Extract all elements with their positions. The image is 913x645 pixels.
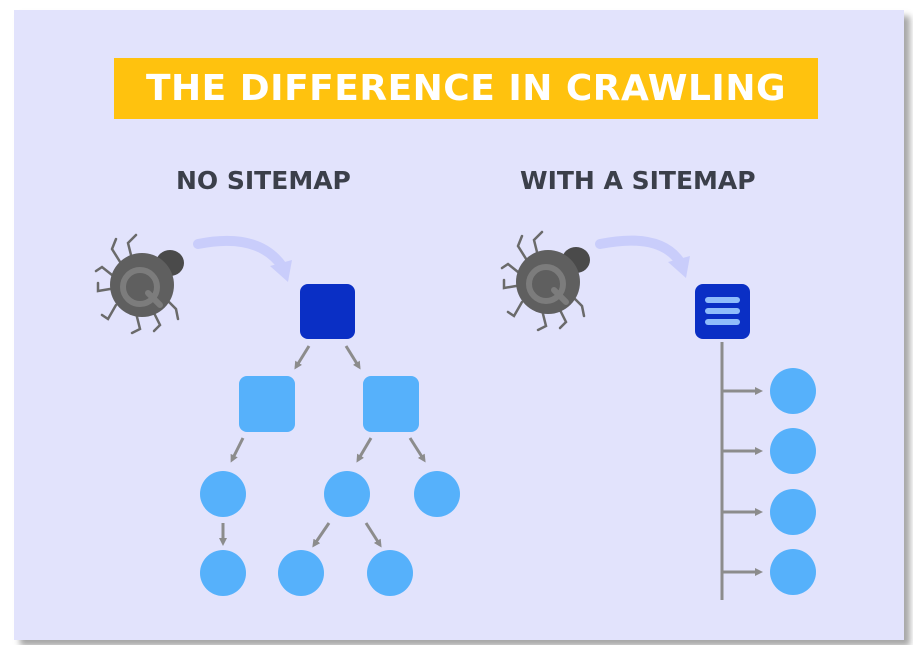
no-sitemap-heading: NO SITEMAP (176, 166, 351, 195)
with-sitemap-heading: WITH A SITEMAP (520, 166, 756, 195)
page-node (770, 368, 816, 414)
link-arrow (408, 437, 426, 463)
link-arrow (312, 522, 331, 548)
page-node (324, 471, 370, 517)
link-arrow (364, 522, 382, 548)
link-arrow (356, 437, 373, 463)
page-node (770, 428, 816, 474)
page-node (770, 549, 816, 595)
page-node (200, 550, 246, 596)
crawler-bug-icon (94, 233, 184, 335)
page-node (414, 471, 460, 517)
page-title: THE DIFFERENCE IN CRAWLING (145, 68, 786, 109)
sitemap-list-icon (695, 284, 750, 339)
root-page-node (300, 284, 355, 339)
page-node (200, 471, 246, 517)
crawler-bug-icon (500, 230, 590, 332)
curved-arrow-icon (193, 235, 292, 282)
page-node (367, 550, 413, 596)
curved-arrow-icon (595, 235, 690, 278)
link-arrow (344, 345, 361, 370)
page-node (278, 550, 324, 596)
category-page-node (363, 376, 419, 432)
category-page-node (239, 376, 295, 432)
link-arrow (294, 345, 311, 370)
link-arrow (230, 437, 245, 463)
title-banner: THE DIFFERENCE IN CRAWLING (114, 58, 818, 119)
page-node (770, 489, 816, 535)
